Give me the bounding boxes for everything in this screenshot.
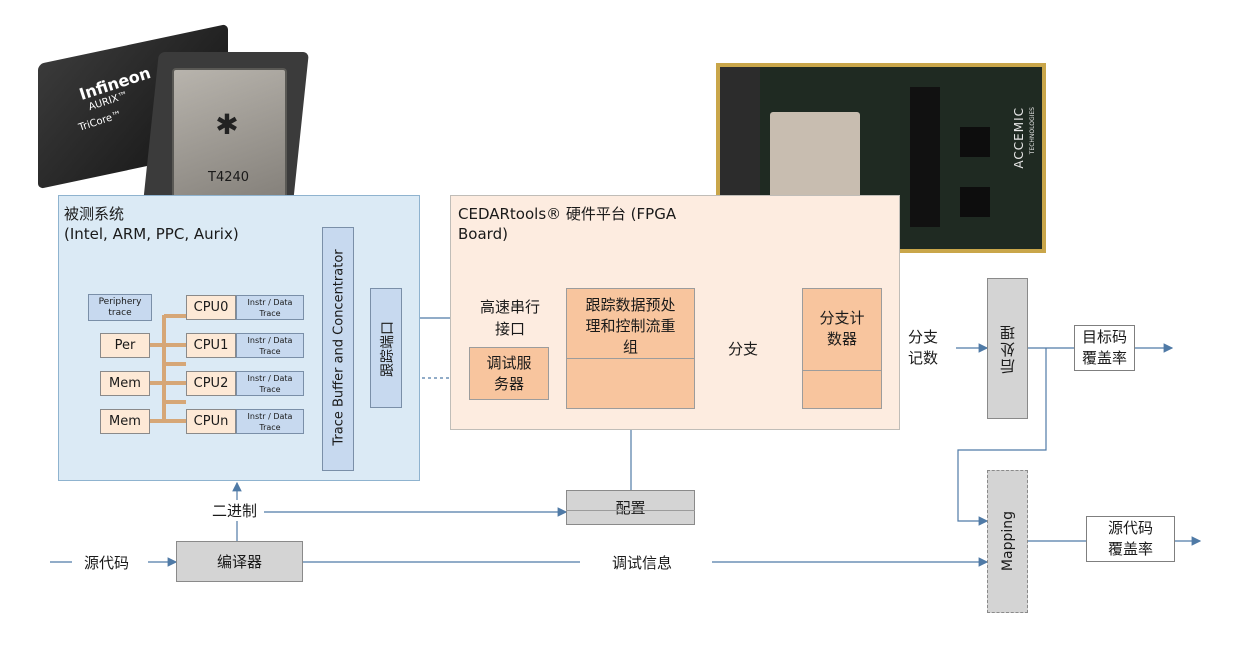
board-brand-sub: TECHNOLOGIES xyxy=(1029,107,1036,155)
mem-box-1: Mem xyxy=(100,371,150,396)
concentrator-box: Trace Buffer and Concentrator xyxy=(322,227,354,471)
periphery-trace-label: Periphery trace xyxy=(98,296,142,318)
mem-label: Mem xyxy=(109,414,141,429)
mem-label: Mem xyxy=(109,376,141,391)
counter-divider xyxy=(802,370,882,371)
postprocess-label: 后处理 xyxy=(999,323,1017,374)
cpu0-trace-box: Instr / Data Trace xyxy=(236,295,304,320)
postprocess-mapping-arrow xyxy=(957,348,1047,526)
postprocess-box: 后处理 xyxy=(987,278,1028,419)
cpu1-label: CPU1 xyxy=(193,338,229,353)
cpu2-label: CPU2 xyxy=(193,376,229,391)
source-coverage-label: 源代码 覆盖率 xyxy=(1107,519,1153,558)
board-overlap-spacer xyxy=(716,195,904,253)
cpu2-trace-label: Instr / Data Trace xyxy=(247,373,293,394)
config-label: 配置 xyxy=(615,499,646,517)
cpun-trace-label: Instr / Data Trace xyxy=(247,411,293,432)
object-coverage-box: 目标码 覆盖率 xyxy=(1074,325,1135,371)
config-divider xyxy=(566,510,695,511)
cpu0-trace-label: Instr / Data Trace xyxy=(247,297,293,318)
branch-counter-box: 分支计 数器 xyxy=(802,288,882,409)
bus-lines xyxy=(150,314,186,423)
per-label: Per xyxy=(114,338,136,353)
trace-port-box: 跟踪端口 xyxy=(370,288,402,408)
cpu0-box: CPU0 xyxy=(186,295,236,320)
sut-title: 被测系统 xyxy=(64,205,125,223)
periphery-trace-box: Periphery trace xyxy=(88,294,152,321)
branch-label: 分支 xyxy=(728,338,759,359)
trace-port-label: 跟踪端口 xyxy=(380,321,396,377)
fpga-title-line1: CEDARtools® 硬件平台 (FPGA xyxy=(458,205,677,223)
cpu1-trace-box: Instr / Data Trace xyxy=(236,333,304,358)
cpu2-box: CPU2 xyxy=(186,371,236,396)
cpun-label: CPUn xyxy=(193,414,229,429)
cpu1-trace-label: Instr / Data Trace xyxy=(247,335,293,356)
binary-label: 二进制 xyxy=(210,500,260,521)
source-coverage-box: 源代码 覆盖率 xyxy=(1086,516,1175,562)
cpun-trace-box: Instr / Data Trace xyxy=(236,409,304,434)
preprocess-box: 跟踪数据预处 理和控制流重 组 xyxy=(566,288,695,409)
debug-server-label: 调试服 务器 xyxy=(486,353,532,393)
fpga-title-line2: Board) xyxy=(458,225,508,243)
cpun-box: CPUn xyxy=(186,409,236,434)
mapping-box: Mapping xyxy=(987,470,1028,613)
preprocess-label: 跟踪数据预处 理和控制流重 组 xyxy=(585,296,676,356)
cpu1-box: CPU1 xyxy=(186,333,236,358)
cpu0-label: CPU0 xyxy=(193,300,229,315)
debug-server-box: 调试服 务器 xyxy=(469,347,549,400)
cpu2-trace-box: Instr / Data Trace xyxy=(236,371,304,396)
mapping-label: Mapping xyxy=(999,511,1016,572)
preprocess-divider xyxy=(566,358,695,359)
sut-subtitle: (Intel, ARM, PPC, Aurix) xyxy=(64,225,239,243)
config-box: 配置 xyxy=(566,490,695,525)
serial-interface-label: 高速串行 接口 xyxy=(470,296,550,340)
debug-info-label: 调试信息 xyxy=(612,554,673,572)
board-brand: ACCEMIC xyxy=(1012,107,1026,169)
per-box: Per xyxy=(100,333,150,358)
compiler-label: 编译器 xyxy=(216,553,262,571)
source-code-label: 源代码 xyxy=(84,554,130,572)
branch-count-label: 分支 记数 xyxy=(908,328,939,367)
concentrator-label: Trace Buffer and Concentrator xyxy=(331,249,347,446)
branch-counter-label: 分支计 数器 xyxy=(819,308,865,348)
object-coverage-label: 目标码 覆盖率 xyxy=(1081,328,1127,367)
nxp-logo-icon: ✱ xyxy=(215,108,239,141)
fpga-chip-icon xyxy=(770,112,860,207)
mem-box-2: Mem xyxy=(100,409,150,434)
nxp-chip-image: ✱ T4240 xyxy=(141,52,309,227)
compiler-box: 编译器 xyxy=(176,541,303,582)
nxp-model: T4240 xyxy=(208,170,250,185)
